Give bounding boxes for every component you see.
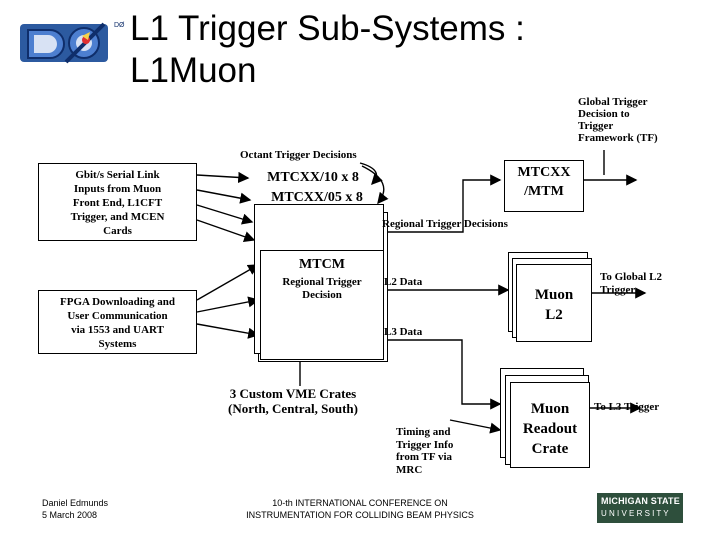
to-global-l2-label: To Global L2 Trigger	[600, 271, 662, 296]
presentation-date: 5 March 2008	[42, 510, 98, 520]
regional-trigger-label: Regional Trigger Decisions	[382, 218, 508, 230]
muon-l2-box: Muon L2	[516, 264, 592, 342]
dzero-logo: DØ	[20, 22, 125, 64]
logo-text: DØ	[114, 22, 125, 29]
msu-logo: MICHIGAN STATE U N I V E R S I T Y	[597, 493, 683, 523]
slide-title-line1: L1 Trigger Sub-Systems :	[130, 9, 525, 48]
muon-readout-box: Muon Readout Crate	[510, 382, 590, 468]
to-l3-label: To L3 Trigger	[594, 401, 660, 413]
mtcm-box: MTCM Regional Trigger Decision	[260, 250, 384, 360]
footer-author: Daniel Edmunds 5 March 2008	[42, 497, 108, 521]
vme-crates-label: 3 Custom VME Crates (North, Central, Sou…	[228, 386, 358, 416]
slide-title-line2: L1Muon	[130, 51, 257, 90]
timing-label: Timing and Trigger Info from TF via MRC	[396, 426, 454, 476]
mtcxx10-box: MTCXX/10 x 8	[267, 170, 359, 185]
mtcm-sub-1: Regional Trigger	[282, 276, 362, 288]
msu-logo-line1: MICHIGAN STATE	[601, 496, 680, 506]
slide-title: L1 Trigger Sub-Systems : L1Muon	[130, 8, 525, 92]
fpga-box: FPGA Downloading and User Communication …	[38, 290, 197, 354]
mtcxx-mtm-box: MTCXX /MTM	[504, 160, 584, 212]
mtcm-title: MTCM	[299, 257, 345, 272]
l2-data-label: L2 Data	[384, 276, 423, 288]
mtcm-sub-2: Decision	[302, 289, 342, 301]
serial-link-box: Gbit/s Serial Link Inputs from Muon Fron…	[38, 163, 197, 241]
author-name: Daniel Edmunds	[42, 498, 109, 508]
l3-data-label: L3 Data	[384, 326, 423, 338]
global-trigger-label: Global Trigger Decision to Trigger Frame…	[578, 96, 658, 144]
msu-logo-line2: U N I V E R S I T Y	[601, 509, 669, 518]
footer-conference: 10-th INTERNATIONAL CONFERENCE ON INSTRU…	[246, 498, 474, 520]
octant-trigger-label: Octant Trigger Decisions	[240, 149, 357, 161]
mtcxx05-box: MTCXX/05 x 8	[271, 190, 363, 205]
